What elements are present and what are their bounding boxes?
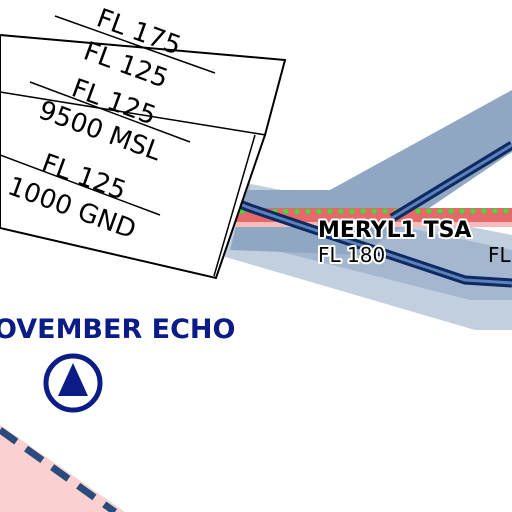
triangle-in-circle-icon	[43, 353, 103, 413]
restricted-area-fill	[0, 425, 125, 512]
dashed-boundary-line	[0, 427, 118, 512]
label-underline	[54, 15, 216, 74]
restricted-strip-pink	[0, 222, 512, 227]
tsa-name-halo: MERYL1 TSA	[318, 218, 471, 243]
tsa-level-right: FL	[488, 243, 512, 267]
label-underline	[0, 154, 161, 216]
tsa-name: MERYL1 TSA	[318, 218, 471, 243]
box-divider	[0, 91, 267, 136]
altitude-box	[0, 33, 287, 280]
tsa-level: FL 180	[318, 243, 385, 267]
route-line-upper-right-inner	[391, 143, 512, 220]
boundary-dotted-line	[0, 208, 512, 215]
tsa-level-halo: FL 180	[318, 243, 385, 267]
label-underline	[29, 81, 191, 143]
box-divider	[213, 134, 256, 277]
navaid-name: OVEMBER ECHO	[0, 314, 235, 345]
